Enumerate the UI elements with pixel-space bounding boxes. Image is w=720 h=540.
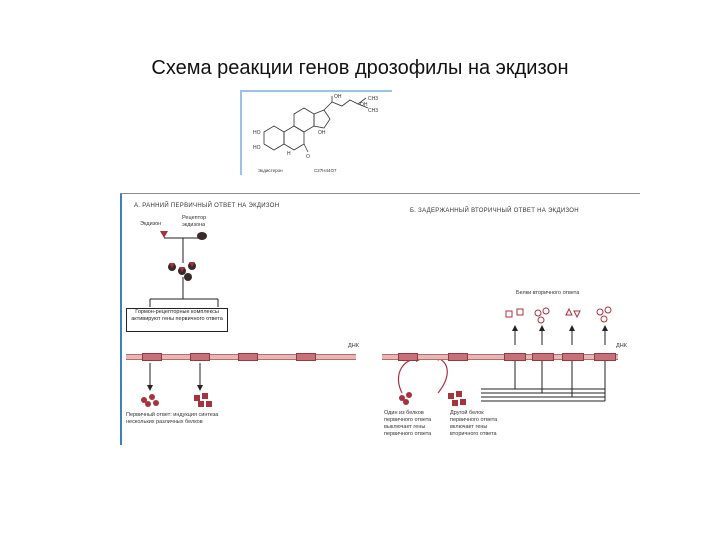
- group-ho-a: HO: [253, 130, 261, 136]
- formula-caption-formula: C27H44O7: [314, 168, 337, 173]
- ecdysone-response-figure: А. РАННИЙ ПЕРВИЧНЫЙ ОТВЕТ НА ЭКДИЗОН Б. …: [120, 193, 640, 445]
- ecdysone-structural-formula: OH CH3 CH3 OH HO HO OH H O Экдистерон C2…: [240, 90, 392, 175]
- dna-strand-b: [382, 354, 618, 360]
- dna-label-b: ДНК: [616, 343, 627, 349]
- gene-b3: [504, 353, 526, 361]
- gene-a1: [142, 353, 162, 361]
- steroid-skeleton-drawing: OH CH3 CH3 OH HO HO OH H O Экдистерон C2…: [253, 94, 378, 173]
- primary-proteins-icon: [141, 393, 212, 407]
- figure-frame-top: [120, 193, 640, 194]
- group-o: O: [306, 154, 310, 160]
- gene-b6: [594, 353, 616, 361]
- hormone-receptor-complex-icon: [168, 262, 196, 281]
- group-h: H: [287, 151, 291, 157]
- group-oh-side: OH: [360, 102, 368, 108]
- group-ch3-b: CH3: [368, 108, 378, 114]
- figure-frame-edge: [120, 193, 122, 445]
- slide-title: Схема реакции генов дрозофилы на экдизон: [151, 57, 569, 79]
- group-ho-b: HO: [253, 145, 261, 151]
- panel-b-header: Б. ЗАДЕРЖАННЫЙ ВТОРИЧНЫЙ ОТВЕТ НА ЭКДИЗО…: [410, 208, 579, 214]
- dna-label-a: ДНК: [348, 343, 359, 349]
- gene-a2: [190, 353, 210, 361]
- gene-b5: [562, 353, 584, 361]
- gene-b4: [532, 353, 554, 361]
- group-oh-ring: OH: [318, 130, 326, 136]
- note-switch-off: Один из белков первичного ответа выключа…: [384, 410, 432, 437]
- receptor-label: Рецептор экдизона: [182, 215, 207, 228]
- group-oh-top: OH: [334, 94, 342, 100]
- gene-a3: [238, 353, 258, 361]
- gene-b1: [398, 353, 418, 361]
- group-ch3-a: CH3: [368, 96, 378, 102]
- gene-a4: [296, 353, 316, 361]
- secondary-proteins-icon: [505, 306, 612, 324]
- complex-activation-box: Гормон-рецепторные комплексы активируют …: [126, 308, 228, 332]
- primary-response-label: Первичный ответ: индукция синтеза нескол…: [126, 412, 219, 425]
- gene-b2: [448, 353, 468, 361]
- figure-drawing: [141, 231, 612, 407]
- secondary-proteins-label: Белки вторичного ответа: [516, 290, 580, 296]
- note-switch-on: Другой белок первичного ответа включает …: [450, 410, 498, 437]
- ecdysone-icon: [160, 231, 168, 238]
- receptor-icon: [197, 232, 207, 240]
- primary-proteins-b-icon: [399, 391, 466, 406]
- ecdysone-label: Экдизон: [140, 221, 162, 227]
- formula-caption-name: Экдистерон: [258, 168, 283, 173]
- panel-a-header: А. РАННИЙ ПЕРВИЧНЫЙ ОТВЕТ НА ЭКДИЗОН: [134, 203, 280, 209]
